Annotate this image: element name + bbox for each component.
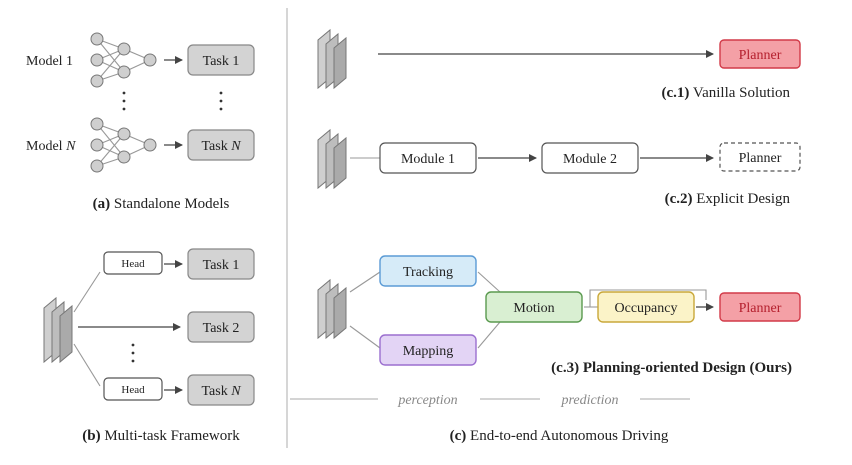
task-n-box <box>187 129 255 161</box>
caption-c1: (c.1) Vanilla Solution <box>662 85 791 101</box>
connector-tracking <box>349 271 381 293</box>
neural-net-icon-1 <box>90 32 157 88</box>
stage-perception-label: perception <box>397 393 457 408</box>
module-1-box <box>379 142 477 174</box>
connector-mapping-motion <box>477 321 501 349</box>
c3-planner-box <box>719 292 801 322</box>
module-2-box <box>541 142 639 174</box>
module-1-label: Module 1 <box>401 152 455 167</box>
head-1-box <box>103 251 163 275</box>
motion-box <box>485 291 583 323</box>
module-2-label: Module 2 <box>563 152 617 167</box>
c3-planner-label: Planner <box>739 301 782 316</box>
occupancy-box <box>597 291 695 323</box>
connector-head1 <box>73 271 101 313</box>
model-n-label: Model N <box>26 139 76 154</box>
b-task-2-label: Task 2 <box>203 321 240 336</box>
vertical-ellipsis <box>122 91 223 111</box>
c1-planner-box <box>719 39 801 69</box>
sensor-icon-c2 <box>317 128 347 190</box>
c2-planner-label: Planner <box>739 151 782 166</box>
connector-headn <box>73 343 101 387</box>
connector-tracking-motion <box>477 271 501 293</box>
neural-net-icon-n <box>90 117 157 173</box>
connector-mapping <box>349 325 381 349</box>
motion-bypass-path <box>589 289 707 307</box>
b-task-2-box <box>187 311 255 343</box>
b-task-1-label: Task 1 <box>203 258 240 273</box>
panel-b-multitask-framework: Head Task 1 Task 2 Head Task N (b) Multi… <box>43 248 255 444</box>
head-n-box <box>103 377 163 401</box>
caption-c: (c) End-to-end Autonomous Driving <box>450 428 669 444</box>
caption-c2: (c.2) Explicit Design <box>665 191 791 207</box>
c2-planner-box <box>719 142 801 172</box>
head-1-label: Head <box>121 258 145 270</box>
tracking-box <box>379 255 477 287</box>
stage-timeline: perception prediction <box>290 393 690 408</box>
sensor-icon-c1 <box>317 28 347 90</box>
backbone-icon <box>43 296 73 364</box>
sensor-icon-c3 <box>317 278 347 340</box>
panel-c3-planning-oriented: Tracking Mapping Motion Occupancy Planne… <box>317 255 801 376</box>
b-task-n-label: Task N <box>201 384 241 399</box>
caption-c3: (c.3) Planning-oriented Design (Ours) <box>551 360 792 376</box>
task-1-label: Task 1 <box>203 54 240 69</box>
stage-prediction-label: prediction <box>560 393 618 408</box>
task-1-box <box>187 44 255 76</box>
tracking-label: Tracking <box>403 265 453 280</box>
panel-c2-explicit: Module 1 Module 2 Planner (c.2) Explicit… <box>317 128 801 207</box>
b-task-n-box <box>187 374 255 406</box>
motion-label: Motion <box>513 301 554 316</box>
mapping-label: Mapping <box>403 344 454 359</box>
caption-b: (b) Multi-task Framework <box>82 428 240 444</box>
occupancy-label: Occupancy <box>615 301 678 316</box>
c1-planner-label: Planner <box>739 48 782 63</box>
caption-a: (a) Standalone Models <box>93 196 230 212</box>
mapping-box <box>379 334 477 366</box>
vertical-ellipsis-b <box>131 343 135 363</box>
head-n-label: Head <box>121 384 145 396</box>
b-task-1-box <box>187 248 255 280</box>
task-n-label: Task N <box>201 139 241 154</box>
panel-a-standalone-models: Model 1 Task 1 Model N <box>26 32 255 212</box>
panel-c1-vanilla: Planner (c.1) Vanilla Solution <box>317 28 801 101</box>
model-1-label: Model 1 <box>26 54 73 69</box>
